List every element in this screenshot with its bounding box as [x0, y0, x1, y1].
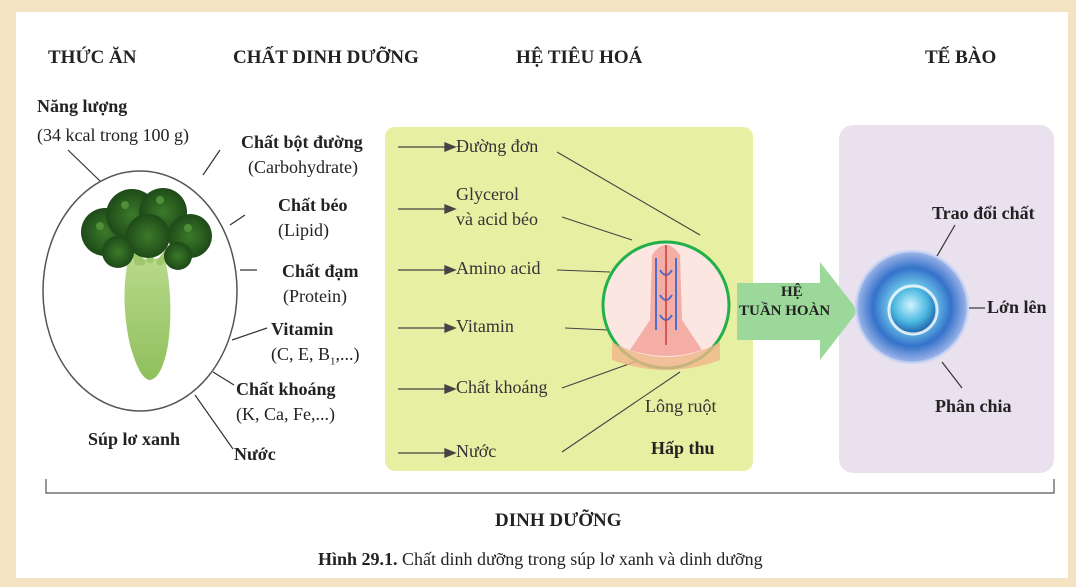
- nutrient-sub: (Lipid): [278, 219, 329, 241]
- nutrient-name: Chất bột đường: [241, 131, 363, 153]
- cell-process-metabolism: Trao đổi chất: [932, 202, 1035, 224]
- nutrient-sub: (Carbohydrate): [248, 156, 358, 178]
- header-food: THỨC ĂN: [48, 47, 137, 69]
- cell-illustration: [856, 251, 968, 363]
- caption-prefix: Hình 29.1.: [318, 549, 398, 569]
- cell-process-division: Phân chia: [935, 395, 1012, 417]
- nutrient-sub: (C, E, B: [271, 344, 330, 364]
- absorbed-item: Chất khoáng: [456, 377, 548, 398]
- circulation-label-line2: TUẦN HOÀN: [739, 302, 830, 320]
- absorbed-item: Vitamin: [456, 316, 514, 337]
- header-cell: TẾ BÀO: [925, 47, 996, 69]
- nutrient-name: Chất béo: [278, 194, 348, 216]
- absorbed-item-line2: và acid béo: [456, 209, 538, 230]
- nutrition-bracket: [46, 479, 1054, 493]
- nutrient-name: Vitamin: [271, 318, 333, 340]
- energy-label: Năng lượng: [37, 95, 127, 117]
- villus-label: Lông ruột: [645, 396, 717, 417]
- nutrient-name: Chất đạm: [282, 260, 359, 282]
- energy-value: (34 kcal trong 100 g): [37, 124, 189, 146]
- header-digestive-system: HỆ TIÊU HOÁ: [516, 47, 642, 69]
- figure-caption: Hình 29.1. Chất dinh dưỡng trong súp lơ …: [318, 548, 763, 570]
- nutrient-sub-tail: ,...): [336, 344, 360, 364]
- nutrient-name: Nước: [234, 443, 276, 465]
- absorbed-item: Đường đơn: [456, 136, 538, 157]
- nutrient-sub: (K, Ca, Fe,...): [236, 403, 335, 425]
- nutrient-sub: (Protein): [283, 285, 347, 307]
- villus-illustration: [603, 242, 729, 370]
- absorption-arrows: [398, 143, 455, 457]
- circulation-label-line1: HỆ: [781, 283, 803, 301]
- absorbed-item: Nước: [456, 441, 496, 462]
- food-name: Súp lơ xanh: [88, 428, 180, 450]
- absorbed-item: Glycerol: [456, 184, 519, 205]
- caption-text: Chất dinh dưỡng trong súp lơ xanh và din…: [398, 549, 763, 569]
- header-nutrients: CHẤT DINH DƯỠNG: [233, 47, 419, 69]
- nutrition-label: DINH DƯỠNG: [495, 510, 622, 532]
- nutrient-name: Chất khoáng: [236, 378, 336, 400]
- absorbed-item: Amino acid: [456, 258, 540, 279]
- absorption-label: Hấp thu: [651, 437, 715, 459]
- nutrient-sub-group: (C, E, B1,...): [271, 343, 360, 373]
- cell-process-growth: Lớn lên: [987, 296, 1046, 318]
